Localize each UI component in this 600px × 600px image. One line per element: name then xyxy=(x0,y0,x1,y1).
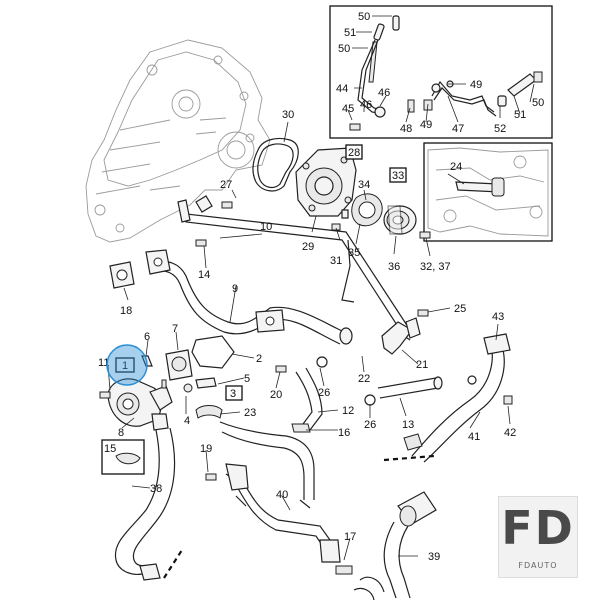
hose-38 xyxy=(114,427,183,581)
inset-top-parts xyxy=(349,15,543,131)
boxed-callout-33-frame xyxy=(389,167,407,183)
callout-34: 34 xyxy=(358,179,370,191)
callout-42: 42 xyxy=(504,427,516,439)
logo-caption: FDAUTO xyxy=(518,561,558,570)
callout-27: 27 xyxy=(220,179,232,191)
callout-49: 49 xyxy=(470,79,482,91)
callout-labels: 50 51 50 44 46 45 46 48 49 47 49 50 51 5… xyxy=(98,11,544,563)
callout-49: 49 xyxy=(420,119,432,131)
hose-12 xyxy=(275,356,328,433)
boxed-callout-33: 33 xyxy=(392,170,404,182)
callout-26: 26 xyxy=(318,387,330,399)
callout-4: 4 xyxy=(184,415,190,427)
callout-8: 8 xyxy=(118,427,124,439)
thermostat-housing xyxy=(99,335,235,431)
boxed-callout-15-frame xyxy=(101,439,145,475)
pipe-9 xyxy=(145,249,353,345)
callout-32-37: 32, 37 xyxy=(420,261,451,273)
callout-51: 51 xyxy=(514,109,526,121)
callout-51: 51 xyxy=(344,27,356,39)
callout-26: 26 xyxy=(364,419,376,431)
callout-7: 7 xyxy=(172,323,178,335)
engine-block-outline xyxy=(85,39,271,243)
callout-29: 29 xyxy=(302,241,314,253)
callout-20: 20 xyxy=(270,389,282,401)
callout-40: 40 xyxy=(276,489,288,501)
callout-11: 11 xyxy=(98,357,109,369)
hose-39 xyxy=(353,491,437,600)
boxed-callout-3: 3 xyxy=(230,388,236,400)
inset-frame-top xyxy=(329,5,553,139)
boxed-callout-28: 28 xyxy=(348,147,360,159)
callout-25: 25 xyxy=(454,303,466,315)
callout-6: 6 xyxy=(144,331,150,343)
hose-23-40 xyxy=(205,421,353,575)
callout-23: 23 xyxy=(244,407,256,419)
callout-2: 2 xyxy=(256,353,262,365)
callout-5: 5 xyxy=(244,373,250,385)
flange-18 xyxy=(109,239,207,289)
callout-17: 17 xyxy=(344,531,356,543)
callout-48: 48 xyxy=(400,123,412,135)
callout-38: 38 xyxy=(150,483,162,495)
callout-44: 44 xyxy=(336,83,348,95)
callout-30: 30 xyxy=(282,109,294,121)
leader-lines xyxy=(107,15,535,561)
hose-41 xyxy=(383,309,513,463)
boxed-callout-1-frame xyxy=(115,357,135,373)
inset-mid-parts xyxy=(427,147,549,237)
callout-41: 41 xyxy=(468,431,480,443)
boxed-callout-3-frame xyxy=(225,385,243,401)
boxed-callouts: 28 33 1 3 15 xyxy=(101,144,407,475)
callout-22: 22 xyxy=(358,373,370,385)
callout-52: 52 xyxy=(494,123,506,135)
callout-50: 50 xyxy=(358,11,370,23)
pipe-13 xyxy=(364,376,443,406)
callout-13: 13 xyxy=(402,419,414,431)
callout-43: 43 xyxy=(492,311,504,323)
callout-36: 36 xyxy=(388,261,400,273)
callout-50: 50 xyxy=(532,97,544,109)
pipe-10 xyxy=(177,195,421,355)
brand-logo: FD FDAUTO xyxy=(498,496,578,578)
callout-46: 46 xyxy=(360,99,372,111)
callout-35: 35 xyxy=(348,247,360,259)
callout-18: 18 xyxy=(120,305,132,317)
callout-47: 47 xyxy=(452,123,464,135)
callout-12: 12 xyxy=(342,405,354,417)
highlight-marker xyxy=(106,344,148,386)
callout-45: 45 xyxy=(342,103,354,115)
logo-letters: FD xyxy=(501,501,575,555)
callout-14: 14 xyxy=(198,269,210,281)
callout-50: 50 xyxy=(338,43,350,55)
callout-46: 46 xyxy=(378,87,390,99)
callout-31: 31 xyxy=(330,255,342,267)
boxed-callout-15: 15 xyxy=(104,443,116,455)
callout-24: 24 xyxy=(450,161,462,173)
callout-19: 19 xyxy=(200,443,212,455)
callout-9: 9 xyxy=(232,283,238,295)
callout-10: 10 xyxy=(260,221,272,233)
boxed-callout-1: 1 xyxy=(122,360,128,372)
callout-16: 16 xyxy=(338,427,350,439)
callout-39: 39 xyxy=(428,551,440,563)
boxed-callout-28-frame xyxy=(345,144,363,160)
water-pump-group xyxy=(221,137,431,239)
callout-21: 21 xyxy=(416,359,428,371)
